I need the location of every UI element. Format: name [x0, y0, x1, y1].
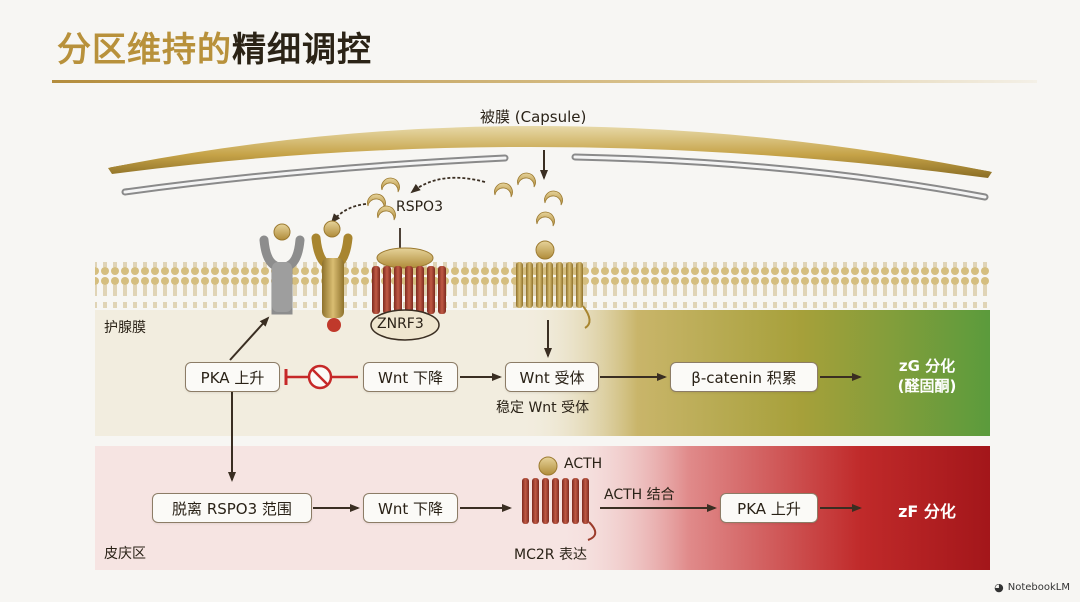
title-divider [52, 80, 1037, 83]
zg-output-line2: (醛固酮) [897, 377, 957, 395]
watermark-text: NotebookLM [1007, 582, 1070, 593]
mc2r-receptor [522, 456, 597, 541]
zf-output: zF 分化 [898, 502, 956, 521]
node-beta-catenin: β-catenin 积累 [670, 362, 818, 392]
rspo3-curve-arrow [410, 176, 486, 194]
wnt-receptor-protein [516, 240, 591, 329]
node-pka-up-top: PKA 上升 [185, 362, 280, 392]
rspo3-label: RSPO3 [396, 199, 443, 215]
grey-receptor [259, 223, 305, 315]
capsule-label: 被膜 (Capsule) [480, 108, 587, 126]
notebooklm-logo-icon: ◕ [994, 581, 1004, 594]
lgr-receptor [311, 220, 353, 332]
zg-output: zG 分化 (醛固酮) [872, 356, 982, 396]
node-wnt-down-top: Wnt 下降 [363, 362, 458, 392]
page-title-part1: 分区维持的 [57, 30, 232, 70]
node-pka-up-bottom: PKA 上升 [720, 493, 818, 523]
page-title: 分区维持的精细调控 [57, 22, 372, 71]
acth-binding-label: ACTH 结合 [604, 487, 675, 503]
rspo3-particles [367, 172, 563, 227]
zg-output-line1: zG 分化 [898, 357, 956, 375]
node-detach-rspo3: 脱离 RSPO3 范围 [152, 493, 312, 523]
capsule-inner-membrane-right-core [573, 155, 987, 199]
zone-label-top: 护腺膜 [104, 320, 146, 336]
node-wnt-down-bottom: Wnt 下降 [363, 493, 458, 523]
stabilize-note: 稳定 Wnt 受体 [496, 400, 590, 416]
znrf3-label: ZNRF3 [377, 316, 424, 332]
arrow-up-to-receptor [229, 316, 270, 361]
no-symbol-icon [307, 364, 333, 390]
rspo3-left-arrow [330, 203, 367, 224]
watermark: ◕ NotebookLM [994, 581, 1070, 594]
mc2r-label: MC2R 表达 [514, 547, 587, 563]
capsule-inner-membrane-left-core [123, 156, 507, 194]
znrf3-receptor [370, 247, 446, 341]
capsule-top [108, 125, 992, 178]
acth-label: ACTH [564, 456, 603, 472]
zone-label-bottom: 皮庆区 [104, 546, 146, 562]
node-wnt-receptor: Wnt 受体 [505, 362, 599, 392]
page-title-part2: 精细调控 [232, 30, 372, 70]
